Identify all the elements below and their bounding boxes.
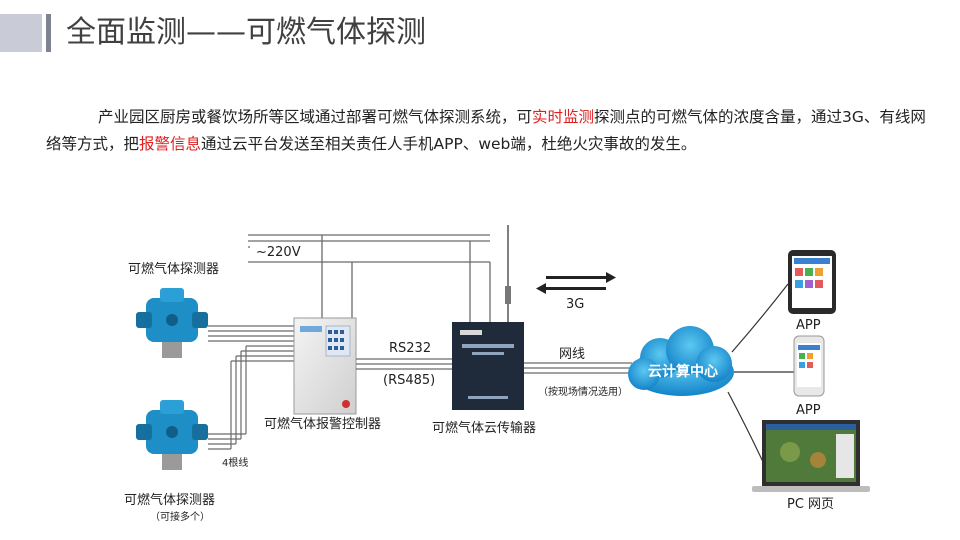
intro-paragraph: 产业园区厨房或餐饮场所等区域通过部署可燃气体探测系统，可实时监测探测点的可燃气体… — [46, 104, 926, 158]
app2-label: APP — [796, 403, 821, 418]
wire-label: 4根线 — [222, 456, 248, 469]
network-label: 网线 — [559, 347, 585, 362]
cloud-transmitter-image — [452, 322, 524, 410]
network-note: （按现场情况选用） — [538, 385, 628, 398]
laptop-icon — [752, 420, 870, 492]
pc-label: PC 网页 — [787, 497, 834, 512]
wireless-arrows — [536, 272, 616, 294]
rs232-label: RS232 — [389, 341, 431, 356]
page-title: 全面监测——可燃气体探测 — [66, 15, 426, 50]
intro-text-3: 通过云平台发送至相关责任人手机APP、web端，杜绝火灾事故的发生。 — [201, 135, 697, 153]
intro-highlight-2: 报警信息 — [139, 135, 202, 153]
intro-highlight-1: 实时监测 — [532, 108, 595, 126]
detector-bottom-label: 可燃气体探测器 — [124, 492, 215, 508]
antenna — [505, 225, 511, 322]
power-lines — [248, 234, 491, 322]
alarm-controller-image — [293, 317, 357, 415]
transmitter-label: 可燃气体云传输器 — [432, 420, 536, 436]
network-cable — [524, 362, 632, 374]
detector-wires — [208, 325, 294, 450]
controller-label: 可燃气体报警控制器 — [264, 416, 381, 432]
detector-top-image — [136, 288, 208, 358]
app1-label: APP — [796, 318, 821, 333]
detector-bottom-image — [136, 400, 208, 470]
rs485-label: (RS485) — [383, 373, 435, 388]
cloud-icon — [628, 326, 734, 396]
detector-bottom-note: （可接多个） — [150, 510, 210, 523]
wireless-label: 3G — [566, 297, 584, 312]
title-accent-bar-dark — [46, 14, 51, 52]
cloud-label: 云计算中心 — [648, 363, 718, 380]
phone-icon — [793, 335, 825, 397]
rs232-link — [356, 358, 452, 370]
cloud-links — [727, 283, 794, 465]
detector-top-label: 可燃气体探测器 — [128, 261, 219, 277]
intro-text-2: 探测点的可燃气体的浓度含量，通过3G、有线网络等方式，把 — [46, 108, 926, 153]
intro-text-1: 产业园区厨房或餐饮场所等区域通过部署可燃气体探测系统，可 — [98, 108, 533, 126]
power-label: ~220V — [256, 245, 301, 260]
title-accent-bar — [0, 14, 42, 52]
tablet-icon — [788, 250, 836, 314]
